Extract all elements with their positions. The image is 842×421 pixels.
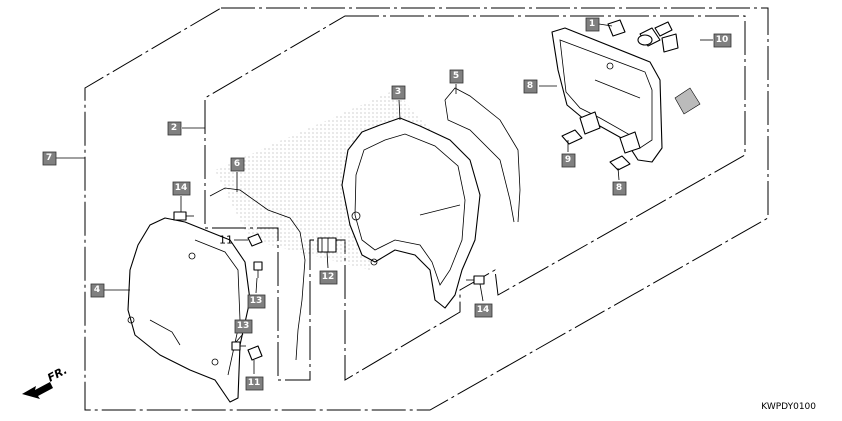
callout-8-upper: 8 [523,79,538,94]
svg-text:1: 1 [589,19,595,29]
box-lid-part [551,27,663,163]
callout-11-plain: 11 [219,234,233,247]
callout-13-lower: 13 [234,319,253,334]
callout-9: 9 [561,153,576,168]
svg-text:13: 13 [237,321,250,331]
leader-lines [56,23,713,374]
callout-4: 4 [90,283,105,298]
clip-part [607,19,626,37]
svg-text:14: 14 [175,183,188,193]
callout-1: 1 [585,17,600,32]
front-cover-part [127,217,251,403]
seal-rubber-part [444,87,521,223]
svg-text:13: 13 [250,296,263,306]
svg-text:6: 6 [234,159,240,169]
svg-text:8: 8 [616,183,622,193]
callout-14-right: 14 [474,303,493,318]
svg-text:12: 12 [322,272,335,282]
svg-text:9: 9 [565,155,571,165]
callout-7: 7 [42,151,57,166]
assembly-boundary-outer [84,7,769,411]
bolt-part-14a [173,211,194,221]
callout-14-left: 14 [172,181,191,196]
edge-trim-part [209,187,306,361]
svg-text:8: 8 [527,81,533,91]
svg-text:14: 14 [477,305,490,315]
svg-text:2: 2 [171,123,177,133]
svg-text:4: 4 [94,285,100,295]
key-lock-part [637,21,679,53]
diagram-code: KWPDY0100 [761,402,816,412]
callout-12: 12 [319,270,338,285]
front-arrow-icon [22,382,53,399]
callout-3: 3 [391,85,406,100]
callout-10: 10 [713,33,732,48]
callout-11-boxed: 11 [245,376,264,391]
callout-2: 2 [167,121,182,136]
callout-13-upper: 13 [247,294,266,309]
pivot-part-a [561,129,583,145]
callout-6: 6 [230,157,245,172]
bolt-part-14b [466,275,485,285]
bolt-part-13a [253,261,263,278]
front-label: FR. [45,364,69,385]
bolt-part-13b [231,341,246,351]
grommet-part-12 [317,237,337,253]
svg-text:11: 11 [219,234,233,247]
decal-part [674,87,701,115]
rear-frame-part [341,117,481,309]
svg-text:10: 10 [716,35,729,45]
assembly-boundary-inner [204,15,746,381]
svg-text:5: 5 [453,71,459,81]
svg-text:7: 7 [46,153,52,163]
callout-5: 5 [449,69,464,84]
clip-part-11a [247,233,263,247]
svg-text:3: 3 [395,87,401,97]
callout-8-lower: 8 [612,181,627,196]
svg-text:11: 11 [248,378,261,388]
clip-part-11b [247,345,263,361]
pivot-part-b [609,155,631,171]
